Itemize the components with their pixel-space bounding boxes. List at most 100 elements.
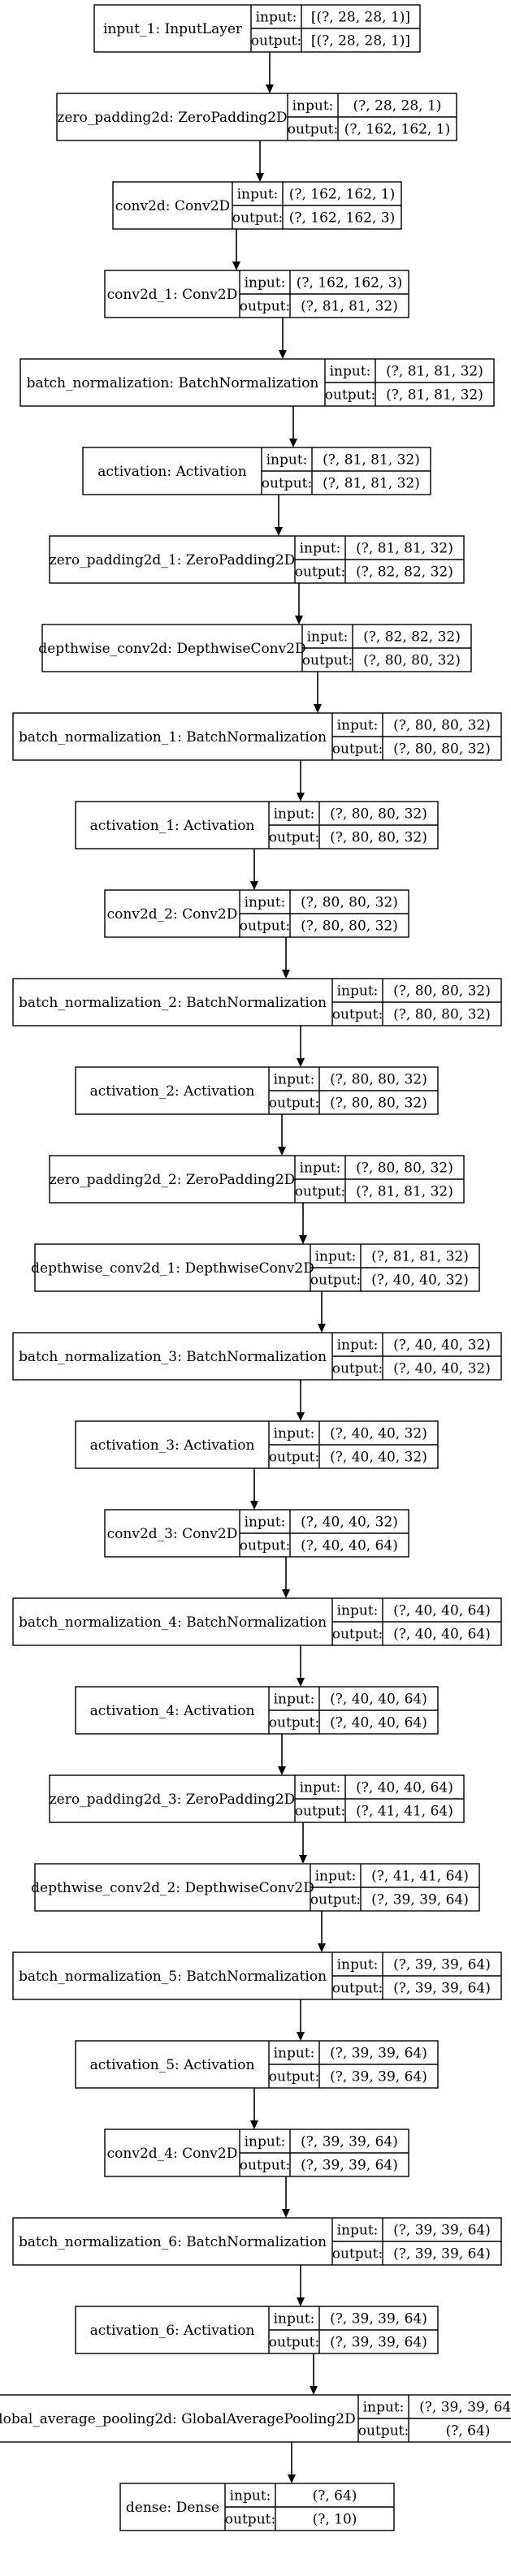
layer-name: conv2d_2: Conv2D [107, 906, 238, 923]
output-shape: (?, 80, 80, 32) [363, 653, 461, 669]
input-shape: (?, 40, 40, 64) [330, 1692, 427, 1708]
output-label: output: [269, 1450, 319, 1466]
layer-node: batch_normalization_6: BatchNormalizatio… [12, 2217, 502, 2266]
input-shape: (?, 81, 81, 32) [323, 452, 420, 469]
output-label: output: [262, 476, 312, 492]
output-shape: (?, 40, 40, 32) [330, 1450, 427, 1466]
layer-name: batch_normalization_1: BatchNormalizatio… [19, 729, 327, 746]
layer-name: zero_padding2d_1: ZeroPadding2D [50, 552, 296, 568]
input-shape: (?, 28, 28, 1) [353, 98, 442, 115]
layer-node-box [75, 1686, 439, 1735]
layer-name: conv2d_3: Conv2D [107, 1526, 238, 1542]
layer-name: dense: Dense [126, 2500, 219, 2516]
layer-node: global_average_pooling2d: GlobalAverageP… [0, 2394, 511, 2443]
output-label: output: [295, 1184, 345, 1200]
input-shape: (?, 39, 39, 64) [393, 1957, 491, 1973]
layer-node: batch_normalization_4: BatchNormalizatio… [12, 1597, 502, 1646]
layer-name: batch_normalization_6: BatchNormalizatio… [19, 2234, 327, 2250]
output-label: output: [332, 741, 383, 758]
layer-name: activation_5: Activation [90, 2057, 255, 2073]
input-label: input: [300, 1160, 341, 1177]
layer-name: activation_6: Activation [90, 2323, 255, 2339]
input-shape: (?, 40, 40, 64) [393, 1603, 491, 1619]
output-label: output: [240, 2158, 290, 2174]
input-label: input: [307, 629, 349, 646]
output-label: output: [332, 1361, 383, 1377]
edge-arrow [297, 2265, 305, 2306]
input-label: input: [363, 2400, 405, 2416]
output-shape: (?, 80, 80, 32) [330, 830, 427, 846]
output-label: output: [332, 1627, 383, 1643]
input-shape: (?, 39, 39, 64) [393, 2223, 491, 2239]
arrowhead [250, 881, 258, 890]
edge-arrow [299, 1822, 307, 1864]
layer-name: input_1: InputLayer [103, 21, 243, 37]
output-shape: (?, 162, 162, 1) [344, 122, 451, 138]
layer-node: zero_padding2d_2: ZeroPadding2Dinput:out… [49, 1155, 465, 1204]
layer-name: batch_normalization_3: BatchNormalizatio… [19, 1349, 327, 1365]
layer-name: zero_padding2d_3: ZeroPadding2D [50, 1792, 296, 1808]
input-label: input: [337, 1603, 379, 1619]
output-shape: (?, 162, 162, 3) [289, 210, 396, 227]
input-label: input: [292, 98, 334, 115]
layer-name: activation_3: Activation [90, 1437, 255, 1454]
input-label: input: [300, 541, 341, 557]
input-shape: (?, 162, 162, 3) [297, 275, 403, 292]
layer-node: activation_6: Activationinput:output:(?,… [75, 2306, 439, 2354]
arrowhead [266, 84, 274, 93]
input-label: input: [266, 452, 308, 469]
edge-arrow [250, 849, 258, 890]
output-shape: (?, 81, 81, 32) [356, 1184, 453, 1200]
input-shape: (?, 40, 40, 64) [356, 1780, 453, 1796]
edge-arrow [297, 760, 305, 802]
input-shape: [(?, 28, 28, 1)] [311, 10, 410, 26]
input-shape: (?, 40, 40, 32) [301, 1515, 398, 1531]
input-label: input: [315, 1869, 357, 1885]
input-shape: (?, 80, 80, 32) [301, 895, 398, 911]
edge-arrow [232, 229, 240, 270]
input-shape: (?, 80, 80, 32) [330, 1072, 427, 1088]
layer-node: activation_3: Activation input: output: (?,… [75, 1420, 439, 1469]
output-shape: (?, 80, 80, 32) [301, 918, 398, 935]
input-shape: (?, 39, 39, 64) [330, 2046, 427, 2062]
input-label: input: [274, 1426, 315, 1442]
edge-arrow [275, 495, 283, 536]
layer-node: batch_normalization_1: BatchNormalizatio… [12, 712, 502, 761]
arrowhead [297, 793, 305, 802]
output-label: output: [332, 2246, 383, 2263]
edge-arrow [266, 52, 274, 93]
output-shape: (?, 39, 39, 64) [330, 2069, 427, 2085]
input-label: input: [315, 1249, 357, 1265]
edges [232, 52, 326, 2483]
edge-arrow [297, 1380, 305, 1421]
input-label: input: [337, 1957, 379, 1973]
arrowhead [297, 2297, 305, 2306]
output-shape: (?, 39, 39, 64) [393, 2246, 491, 2263]
arrowhead [232, 261, 240, 270]
layer-node: activation_2: Activationinput:output:(?,… [75, 1066, 439, 1115]
output-label: output: [295, 1804, 345, 1820]
output-shape: (?, 40, 40, 32) [393, 1361, 491, 1377]
layer-node: depthwise_conv2d: DepthwiseConv2Dinput:o… [38, 624, 472, 672]
input-shape: (?, 40, 40, 32) [393, 1338, 491, 1354]
layer-name: activation_1: Activation [90, 818, 255, 834]
arrowhead [278, 1766, 286, 1775]
layer-name: conv2d_1: Conv2D [107, 287, 238, 303]
input-label: input: [300, 1780, 341, 1796]
output-shape: (?, 81, 81, 32) [323, 476, 420, 492]
arrowhead [318, 1324, 326, 1333]
output-shape: [(?, 28, 28, 1)] [311, 33, 410, 50]
layer-node: activation_5: Activationinput:output:(?,… [75, 2040, 439, 2089]
layer-name: zero_padding2d: ZeroPadding2D [57, 110, 287, 126]
output-label: output: [310, 1273, 361, 1289]
output-label: output: [310, 1892, 361, 1908]
input-shape: (?, 41, 41, 64) [371, 1869, 469, 1885]
output-shape: (?, 40, 40, 64) [301, 1538, 398, 1554]
output-label: output: [295, 564, 345, 581]
edge-arrow [282, 937, 290, 979]
edge-arrow [250, 1468, 258, 1510]
